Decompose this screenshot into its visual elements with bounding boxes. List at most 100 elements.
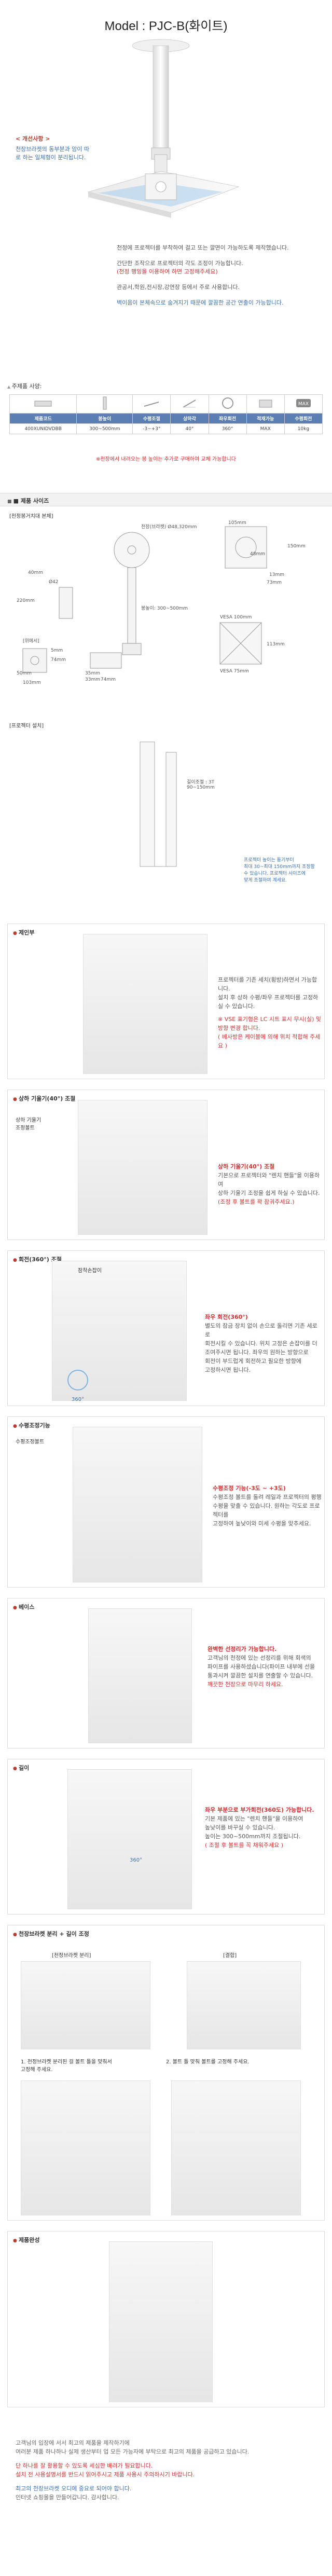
spec-head-4: 좌우회전 xyxy=(208,413,247,424)
feature-2-line3: (조정 후 볼트를 꽉 잠궈주세요.) xyxy=(218,1199,295,1205)
feature-7-step2: 2. 볼트 틀 맞춰 볼트를 고정해 주세요. xyxy=(166,2059,250,2065)
dim-105: 105mm xyxy=(228,520,246,526)
feature-6-photo xyxy=(67,1769,192,1909)
dim-35: 35mm xyxy=(85,671,100,676)
max-badge-text: MAX xyxy=(298,402,309,407)
feature-1-text: 프로젝터를 기존 세치(횡방)하면서 가능합니다. 설치 후 상하 수평/좌우 … xyxy=(218,975,322,1050)
intro-p3: 관공서,학원,전시장,강연장 등에서 주로 사용합니다. xyxy=(117,284,240,291)
feature-3-deg: 360° xyxy=(72,1397,85,1402)
intro-p2: 간단한 조작으로 프로젝터의 각도 조정이 가능합니다.(천정 행잉을 이용하여… xyxy=(117,259,324,276)
spec-head-0: 제품코드 xyxy=(9,413,77,424)
spec-icon-tilt xyxy=(170,394,209,414)
feature-6-text: 좌우 부분으로 부가회전(360도) 가능합니다. 기본 제품에 있는 "렌치 … xyxy=(205,1806,322,1850)
dim-ceiling-plate: 천장(브라켓) Ø48,320mm xyxy=(141,524,197,530)
feature-5-text: 완벽한 선정리가 가능합니다. 고객님의 천정에 있는 선정리를 위해 회색의 … xyxy=(208,1645,322,1689)
dimension-diagram: 천장(브라켓) Ø48,320mm 봉높이: 300~500mm 105mm 4… xyxy=(17,520,306,685)
feature-2-tag: 상하 기울기(40°) 조절 xyxy=(13,1094,75,1103)
size-section-header: ■ 제품 사이즈 xyxy=(0,493,332,506)
spec-head-2: 수평조절 xyxy=(132,413,171,424)
feature-3-line5: 고정하시면 됩니다. xyxy=(205,1367,251,1373)
feature-4-tag: 수평조정기능 xyxy=(13,1421,50,1429)
dim-vesa-bottom: VESA 75mm xyxy=(220,669,249,674)
spec-head-5: 적재가능 xyxy=(246,413,285,424)
feature-7-step1-photo xyxy=(21,2081,150,2215)
feature-3-line4: 회전이 부드럽게 회전하고 필요한 방향에 xyxy=(205,1358,302,1365)
feature-6-line4: ( 조절 후 볼트를 꼭 채워주세요 ) xyxy=(205,1842,284,1849)
spec-val-1: 300~500mm xyxy=(76,423,133,434)
bracket-diagram xyxy=(140,741,177,867)
spec-table: MAX 제품코드 봉높이 수평조절 상하각 좌우회전 적재가능 수평회전 400… xyxy=(9,394,323,434)
bracket-label: [프로젝터 설치] xyxy=(9,723,44,729)
intro-p4: 벽이음이 본체속으로 숨겨지기 때문에 깔끔한 공간 연출이 가능합니다. xyxy=(117,299,284,306)
footer-p3: 단 하나를 잘 활용할 수 있도록 세심한 배려가 필요합니다. 설치 전 사용설… xyxy=(16,2461,316,2479)
bracket-height: 길이조절 : 3T 90~150mm xyxy=(187,780,215,790)
dim-50: 50mm xyxy=(17,671,32,676)
spec-head-6: 수평회전 xyxy=(284,413,323,424)
dim-33: 33mm xyxy=(85,677,100,682)
feature-3-line2: 회전시킬 수 있습니다. 위치 고정은 손잡이를 더 xyxy=(205,1340,317,1347)
feature-7-right-caption: [결합] xyxy=(223,1953,237,1959)
spec-icons-row: MAX xyxy=(9,394,323,414)
spec-val-2: -3~+3° xyxy=(132,423,171,434)
spec-header-row: 제품코드 봉높이 수평조절 상하각 좌우회전 적재가능 수평회전 xyxy=(9,413,323,424)
feature-3-head: 좌우 회전(360°) xyxy=(205,1314,248,1320)
dim-150: 150mm xyxy=(287,544,306,549)
feature-5-photo xyxy=(88,1608,192,1743)
feature-2-line1: 기본으로 프로젝터와 "렌치 핸들"을 이용하여 xyxy=(218,1172,320,1188)
feature-6-head: 좌우 부분으로 부가회전(360도) 가능합니다. xyxy=(205,1807,314,1813)
feature-2-photo xyxy=(78,1100,208,1235)
footer-p5-text: 최고의 천장브라켓 오디에 중요로 되어야 합니다. xyxy=(16,2485,132,2492)
feature-4-line1: 수평조정 볼트를 돌려 레일과 프로젝터의 평행 xyxy=(213,1494,322,1500)
dim-5: 5mm xyxy=(51,648,63,653)
improvement-title: < 개선사항 > xyxy=(16,135,50,142)
footer-p4-text: 설치 전 사용설명서를 반드시 읽어주시고 제품 사용시 주의하시기 바랍니다. xyxy=(16,2471,195,2478)
feature-2-text: 상하 기울기(40°) 조절 기본으로 프로젝터와 "렌치 핸들"을 이용하여 … xyxy=(218,1162,322,1206)
spec-section-label: 주제품 사양: xyxy=(7,382,42,390)
dim-103: 103mm xyxy=(23,680,41,685)
spec-val-6: 10kg xyxy=(284,423,323,434)
spec-val-3: 40° xyxy=(170,423,209,434)
dim-74: 74mm xyxy=(51,657,66,663)
feature-4-line3: 고정하여 높낮이와 미세 수평을 맞추세요. xyxy=(213,1520,311,1527)
feature-1-line3: ※ VSE 표기형은 LC 시트 표시 무시(실) 및 방향 변경 합니다. xyxy=(218,1016,321,1031)
feature-7-left-caption: [천정브라켓 분리] xyxy=(52,1953,91,1959)
dim-vesa-top: VESA 100mm xyxy=(220,615,252,620)
feature-6-line3: 높이는 300~500mm까지 조절됩니다. xyxy=(205,1833,301,1840)
dim-73: 73mm xyxy=(267,580,282,585)
feature-1-tag: 제인부 xyxy=(13,928,34,936)
bracket-note: 프로젝터 높이는 돌기부터 최대 30~최대 150mm까지 조정할 수 있습니… xyxy=(244,858,315,883)
feature-3-tag: 회전(360°) 조절 xyxy=(13,1255,62,1263)
spec-val-4: 360° xyxy=(208,423,247,434)
footer-p2-text: 여러분 제품 하나하나 실제 생산부터 업 모든 가능자에 부탁으로 최고의 제… xyxy=(16,2448,250,2455)
feature-3-text: 좌우 회전(360°) 별도의 잠금 장치 없이 손으로 돌리면 기존 세로로 … xyxy=(205,1313,322,1374)
feature-2-head: 상하 기울기(40°) 조절 xyxy=(218,1163,275,1170)
footer-p3-text: 단 하나를 잘 활용할 수 있도록 세심한 배려가 필요합니다. xyxy=(16,2462,153,2469)
feature-1-photo xyxy=(83,934,208,1074)
dim-220: 220mm xyxy=(17,598,35,603)
spec-icon-height xyxy=(76,394,133,414)
feature-6-line2: 높낮이를 바꾸실 수 있습니다. xyxy=(205,1824,275,1831)
feature-7-step2-photo xyxy=(171,2081,301,2215)
page-title: Model : PJC-B(화이트) xyxy=(104,19,228,33)
feature-3-line3: 조여주시면 됩니다. 좌우의 원하는 방향으로 xyxy=(205,1349,309,1356)
dim-48: 48mm xyxy=(250,552,265,557)
dim-13: 13mm xyxy=(269,572,284,577)
feature-5-line3: 통과시켜 깔끔한 설치를 연출할 수 있습니다. xyxy=(208,1672,313,1679)
dim-40: 40mm xyxy=(28,570,43,575)
dim-vesa-side: 113mm xyxy=(267,642,285,647)
feature-5-line4: 깨끗한 천장으로 마무리 하세요. xyxy=(208,1681,283,1688)
footer-p1-text: 고객님의 입장에 서서 최고의 제품을 제작하기에 xyxy=(16,2440,130,2446)
feature-6-line1: 기본 제품에 있는 "렌치 핸들"을 이용하여 xyxy=(205,1815,303,1822)
feature-6-deg: 360° xyxy=(130,1857,143,1863)
feature-5-head: 완벽한 선정리가 가능합니다. xyxy=(208,1646,277,1652)
feature-5-line2: 파이프를 사용하셨습니다(파이프 내부에 선을 xyxy=(208,1663,315,1670)
feature-8-tag: 제품완성 xyxy=(13,2236,39,2244)
diagram-sub-label: [천정봉거치대 본체] xyxy=(9,514,53,519)
footer-p6-text: 인터넷 쇼핑몰을 만들어갑니다. 감사합니다. xyxy=(16,2494,119,2501)
feature-6-tag: 길이 xyxy=(13,1764,29,1772)
rotate-indicator-icon xyxy=(67,1370,88,1390)
feature-4-head: 수평조정 기능(-3도 ~ +3도) xyxy=(213,1485,286,1492)
spec-head-1: 봉높이 xyxy=(76,413,133,424)
dim-74b: 74mm xyxy=(101,677,116,682)
